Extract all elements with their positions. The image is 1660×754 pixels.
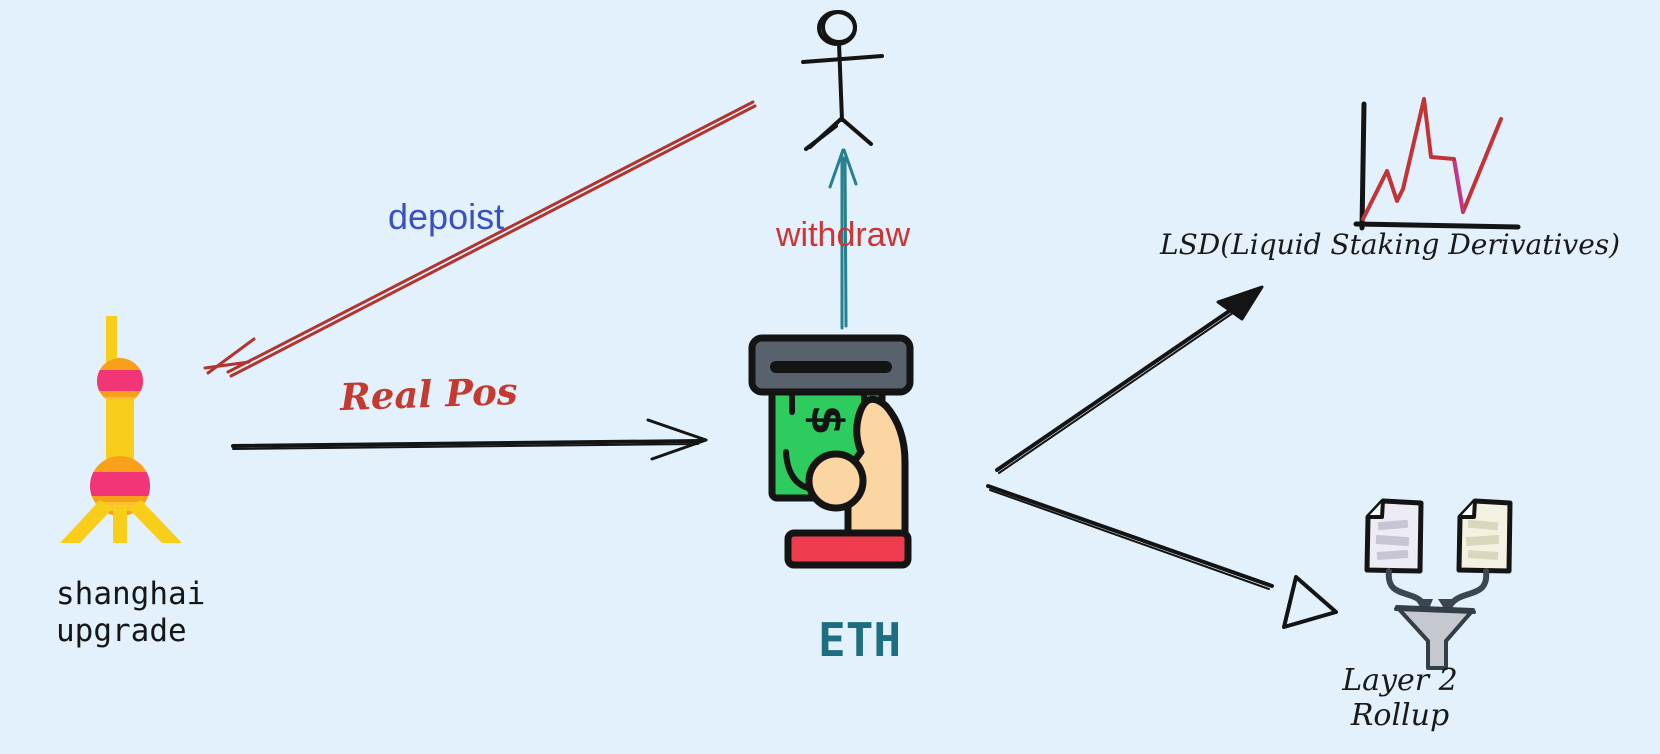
oriental-pearl-tower-icon <box>60 316 182 543</box>
person-left-leg-sketch-stroke <box>804 124 838 151</box>
to-layer2-arrowhead <box>1282 575 1338 629</box>
tower-antenna <box>106 316 117 368</box>
deposit-label: depoist <box>388 196 505 237</box>
to-lsd-arrowhead <box>1216 285 1264 321</box>
tower-right-leg <box>128 500 182 543</box>
tower-column <box>106 400 134 462</box>
withdraw-arrowhead <box>828 148 845 189</box>
shanghai-upgrade-label: shanghai upgrade <box>56 576 206 650</box>
document-left-fold <box>1368 500 1385 519</box>
real-pos-arrowhead <box>646 418 708 442</box>
atm-dollar-sign: $ <box>802 405 853 436</box>
atm-slot-opening <box>770 361 892 373</box>
real-pos-label: Real Pos <box>339 368 519 420</box>
documents-funnel-icon <box>1364 498 1513 670</box>
person-stick-figure-icon <box>801 10 884 151</box>
real-pos-arrow <box>231 418 708 461</box>
atm-hand-fist <box>805 450 867 512</box>
to-lsd-arrow <box>995 285 1264 474</box>
person-arms <box>801 54 884 64</box>
atm-wrist-cuff <box>784 529 912 569</box>
chart-y-axis <box>1359 101 1367 231</box>
layer2-rollup-label: Layer 2 Rollup <box>1342 663 1458 733</box>
to-layer2-arrow <box>986 484 1338 629</box>
eth-label: ETH <box>818 613 902 667</box>
chart-x-axis <box>1353 221 1521 230</box>
lsd-label: LSD(Liquid Staking Derivatives) <box>1160 228 1621 261</box>
person-right-leg <box>840 117 873 146</box>
tower-left-leg <box>60 500 113 543</box>
atm-hand-palm <box>844 395 909 560</box>
document-right-fold <box>1460 500 1477 519</box>
person-head-sketch-stroke <box>821 10 857 44</box>
tower-center-leg <box>113 505 127 543</box>
withdraw-label: withdraw <box>776 216 911 254</box>
chart-line-overlap-stroke <box>1453 160 1465 212</box>
chart-price-line <box>1361 97 1503 221</box>
person-body <box>837 41 844 122</box>
flow-arrow-right <box>1446 568 1490 611</box>
atm-cash-withdrawal-icon: $ <box>748 334 914 569</box>
funnel-rim <box>1394 607 1476 614</box>
sketch-line-chart-icon <box>1353 97 1521 231</box>
funnel <box>1395 605 1475 670</box>
withdraw-arrow <box>828 148 858 330</box>
deposit-arrow <box>203 100 757 378</box>
